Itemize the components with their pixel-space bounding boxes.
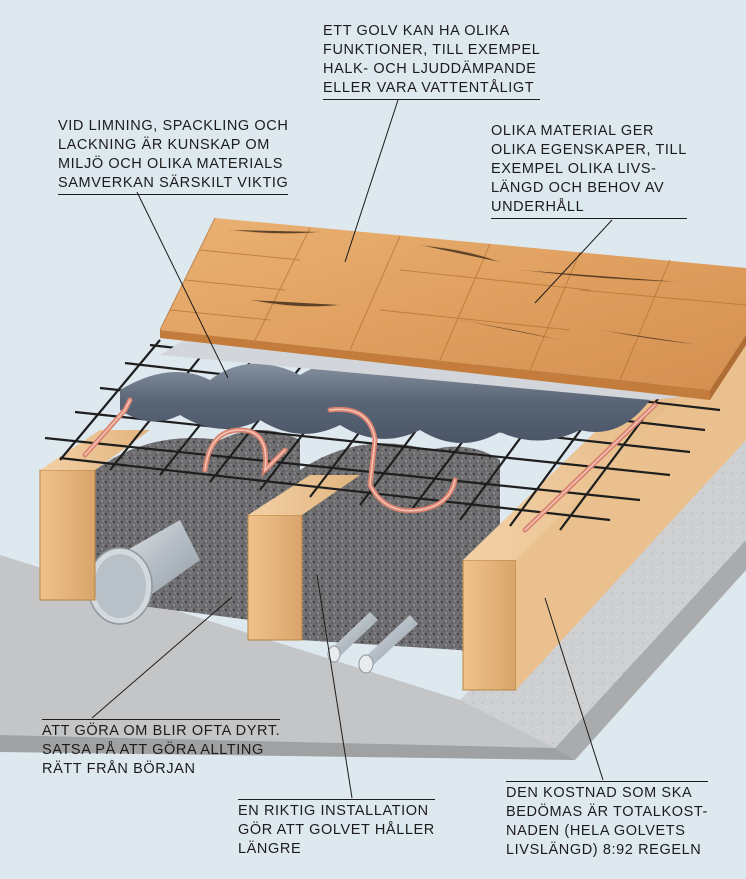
caption-line: MILJÖ OCH OLIKA MATERIALS [58, 156, 284, 172]
caption-line: OLIKA EGENSKAPER, TILL [491, 142, 687, 158]
caption-line: LÄNGD OCH BEHOV AV [491, 180, 665, 196]
caption-line: VID LIMNING, SPACKLING OCH [58, 118, 289, 134]
caption-line: ELLER VARA VATTENTÅLIGT [323, 79, 541, 100]
caption-line: EXEMPEL OLIKA LIVS- [491, 161, 657, 177]
caption-material-properties: OLIKA MATERIAL GER OLIKA EGENSKAPER, TIL… [491, 122, 687, 219]
caption-line: SATSA PÅ ATT GÖRA ALLTING [42, 742, 264, 758]
caption-line: BEDÖMAS ÄR TOTALKOST- [506, 804, 708, 820]
caption-redo-cost: ATT GÖRA OM BLIR OFTA DYRT. SATSA PÅ ATT… [42, 719, 281, 779]
caption-line: FUNKTIONER, TILL EXEMPEL [323, 42, 541, 58]
caption-installation: EN RIKTIG INSTALLATION GÖR ATT GOLVET HÅ… [238, 799, 435, 859]
caption-line: SAMVERKAN SÄRSKILT VIKTIG [58, 174, 289, 195]
leader-lines [91, 99, 613, 799]
caption-line: OLIKA MATERIAL GER [491, 123, 655, 139]
caption-line: ATT GÖRA OM BLIR OFTA DYRT. [42, 719, 281, 741]
caption-floor-functions: ETT GOLV KAN HA OLIKA FUNKTIONER, TILL E… [323, 22, 541, 100]
caption-line: HALK- OCH LJUDDÄMPANDE [323, 61, 537, 77]
caption-line: GÖR ATT GOLVET HÅLLER [238, 822, 435, 838]
caption-line: DEN KOSTNAD SOM SKA [506, 781, 708, 803]
small-pipes [327, 612, 418, 674]
drain-pipe [87, 520, 200, 625]
caption-line: RÄTT FRÅN BÖRJAN [42, 761, 196, 777]
caption-line: LÄNGRE [238, 841, 302, 857]
caption-line: ETT GOLV KAN HA OLIKA [323, 23, 510, 39]
caption-line: LIVSLÄNGD) 8:92 REGELN [506, 842, 702, 858]
screed-layer [120, 340, 700, 444]
caption-total-cost: DEN KOSTNAD SOM SKA BEDÖMAS ÄR TOTALKOST… [506, 781, 708, 860]
caption-line: NADEN (HELA GOLVETS [506, 823, 686, 839]
heating-cable-highlight [84, 399, 656, 531]
parquet-floor [159, 217, 746, 400]
caption-line: UNDERHÅLL [491, 198, 687, 219]
caption-material-knowledge: VID LIMNING, SPACKLING OCH LACKNING ÄR K… [58, 117, 289, 195]
caption-line: LACKNING ÄR KUNSKAP OM [58, 137, 270, 153]
caption-line: EN RIKTIG INSTALLATION [238, 799, 435, 821]
